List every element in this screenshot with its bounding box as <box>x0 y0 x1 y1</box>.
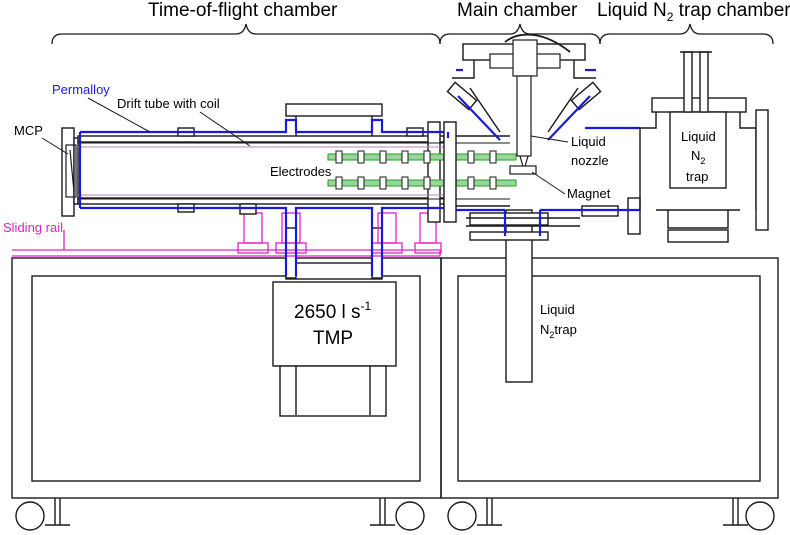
rail-block-1 <box>237 242 269 254</box>
trap-box-label-1: Liquid <box>681 129 716 144</box>
nozzle-feedthrough <box>512 39 538 77</box>
trap-top-flange <box>651 97 747 113</box>
frame-right-outer <box>440 257 779 499</box>
main-side-port-right <box>570 81 602 111</box>
wheel-1 <box>15 501 45 531</box>
main-chamber-title: Main chamber <box>457 0 578 21</box>
nozzle-leader <box>530 135 569 143</box>
frame-right-inner <box>457 275 761 482</box>
lower-trap-label-1: Liquid <box>540 302 575 317</box>
trap-box-label-2: N2 <box>691 148 705 166</box>
wheel-2 <box>395 501 425 531</box>
tmp-flange <box>285 262 383 280</box>
nozzle-rod <box>516 75 532 157</box>
main-side-port-left <box>446 81 478 111</box>
trap-box-label-3: trap <box>686 169 708 184</box>
nozzle-label-1: Liquid <box>571 134 606 149</box>
wheel-3 <box>447 501 477 531</box>
foot-1 <box>45 498 70 526</box>
sliding-rail-label: Sliding rail <box>3 220 63 235</box>
tof-chamber-title: Time-of-flight chamber <box>148 0 338 21</box>
tof-brace <box>51 23 441 45</box>
foot-3 <box>477 498 502 526</box>
main-left-flange <box>443 121 457 223</box>
trap-fill-tube-1 <box>683 51 693 113</box>
permalloy-label: Permalloy <box>52 82 110 97</box>
magnet-label: Magnet <box>567 186 611 201</box>
nozzle-assembly <box>489 33 571 175</box>
magnet-block <box>509 165 537 175</box>
main-trap-flange <box>627 197 641 235</box>
frame-left-inner <box>31 275 421 482</box>
permalloy-shield <box>78 118 446 276</box>
trap-bottom-flange <box>667 229 729 243</box>
tof-tube <box>61 103 445 223</box>
drift-tube-leader <box>199 111 251 147</box>
mcp-leader <box>41 137 69 155</box>
electrodes-label: Electrodes <box>270 164 332 179</box>
tmp-label-name: TMP <box>313 328 353 349</box>
electrode-stack <box>327 150 517 190</box>
main-brace <box>439 23 601 45</box>
wheel-4 <box>745 501 775 531</box>
rail-line <box>12 249 441 256</box>
lower-trap-flange <box>469 212 549 226</box>
mcp-label: MCP <box>14 123 43 138</box>
permalloy-leader <box>87 97 151 133</box>
trap-side-flange <box>755 109 769 231</box>
main-chamber <box>443 43 641 235</box>
foot-4 <box>723 498 748 526</box>
trap-chamber-title: Liquid N2 trap chamber <box>597 0 790 24</box>
main-permalloy <box>446 68 640 236</box>
tube-top-wall <box>77 135 445 143</box>
trap-brace <box>599 23 774 45</box>
top-port-flange <box>285 103 383 117</box>
trap-dewar <box>669 111 727 189</box>
mcp-detector <box>65 144 77 198</box>
nozzle-label-2: nozzle <box>571 153 609 168</box>
header-braces <box>51 23 774 45</box>
tmp-body <box>272 281 397 367</box>
trap-chamber <box>639 51 769 243</box>
foot-2 <box>370 498 395 526</box>
rail-post-2 <box>281 212 301 244</box>
drift-tube-inner <box>78 142 510 200</box>
rail-post-3 <box>377 212 397 244</box>
tmp-lower-body <box>279 365 387 417</box>
wheels-and-feet <box>15 498 775 531</box>
lower-trap-flange-2 <box>469 231 549 241</box>
magnet-leader <box>531 171 566 195</box>
rail-block-4 <box>414 242 442 254</box>
trap-fill-tube-2 <box>699 51 709 113</box>
support-frame <box>11 257 779 499</box>
rail-post-1 <box>243 212 263 244</box>
lower-trap-tube <box>469 209 549 383</box>
drift-coil-lines <box>78 146 444 196</box>
lower-trap-label-2: N2trap <box>540 322 577 340</box>
tmp-label-speed: 2650 l s-1 <box>294 299 372 323</box>
drift-tube-label: Drift tube with coil <box>117 96 220 111</box>
